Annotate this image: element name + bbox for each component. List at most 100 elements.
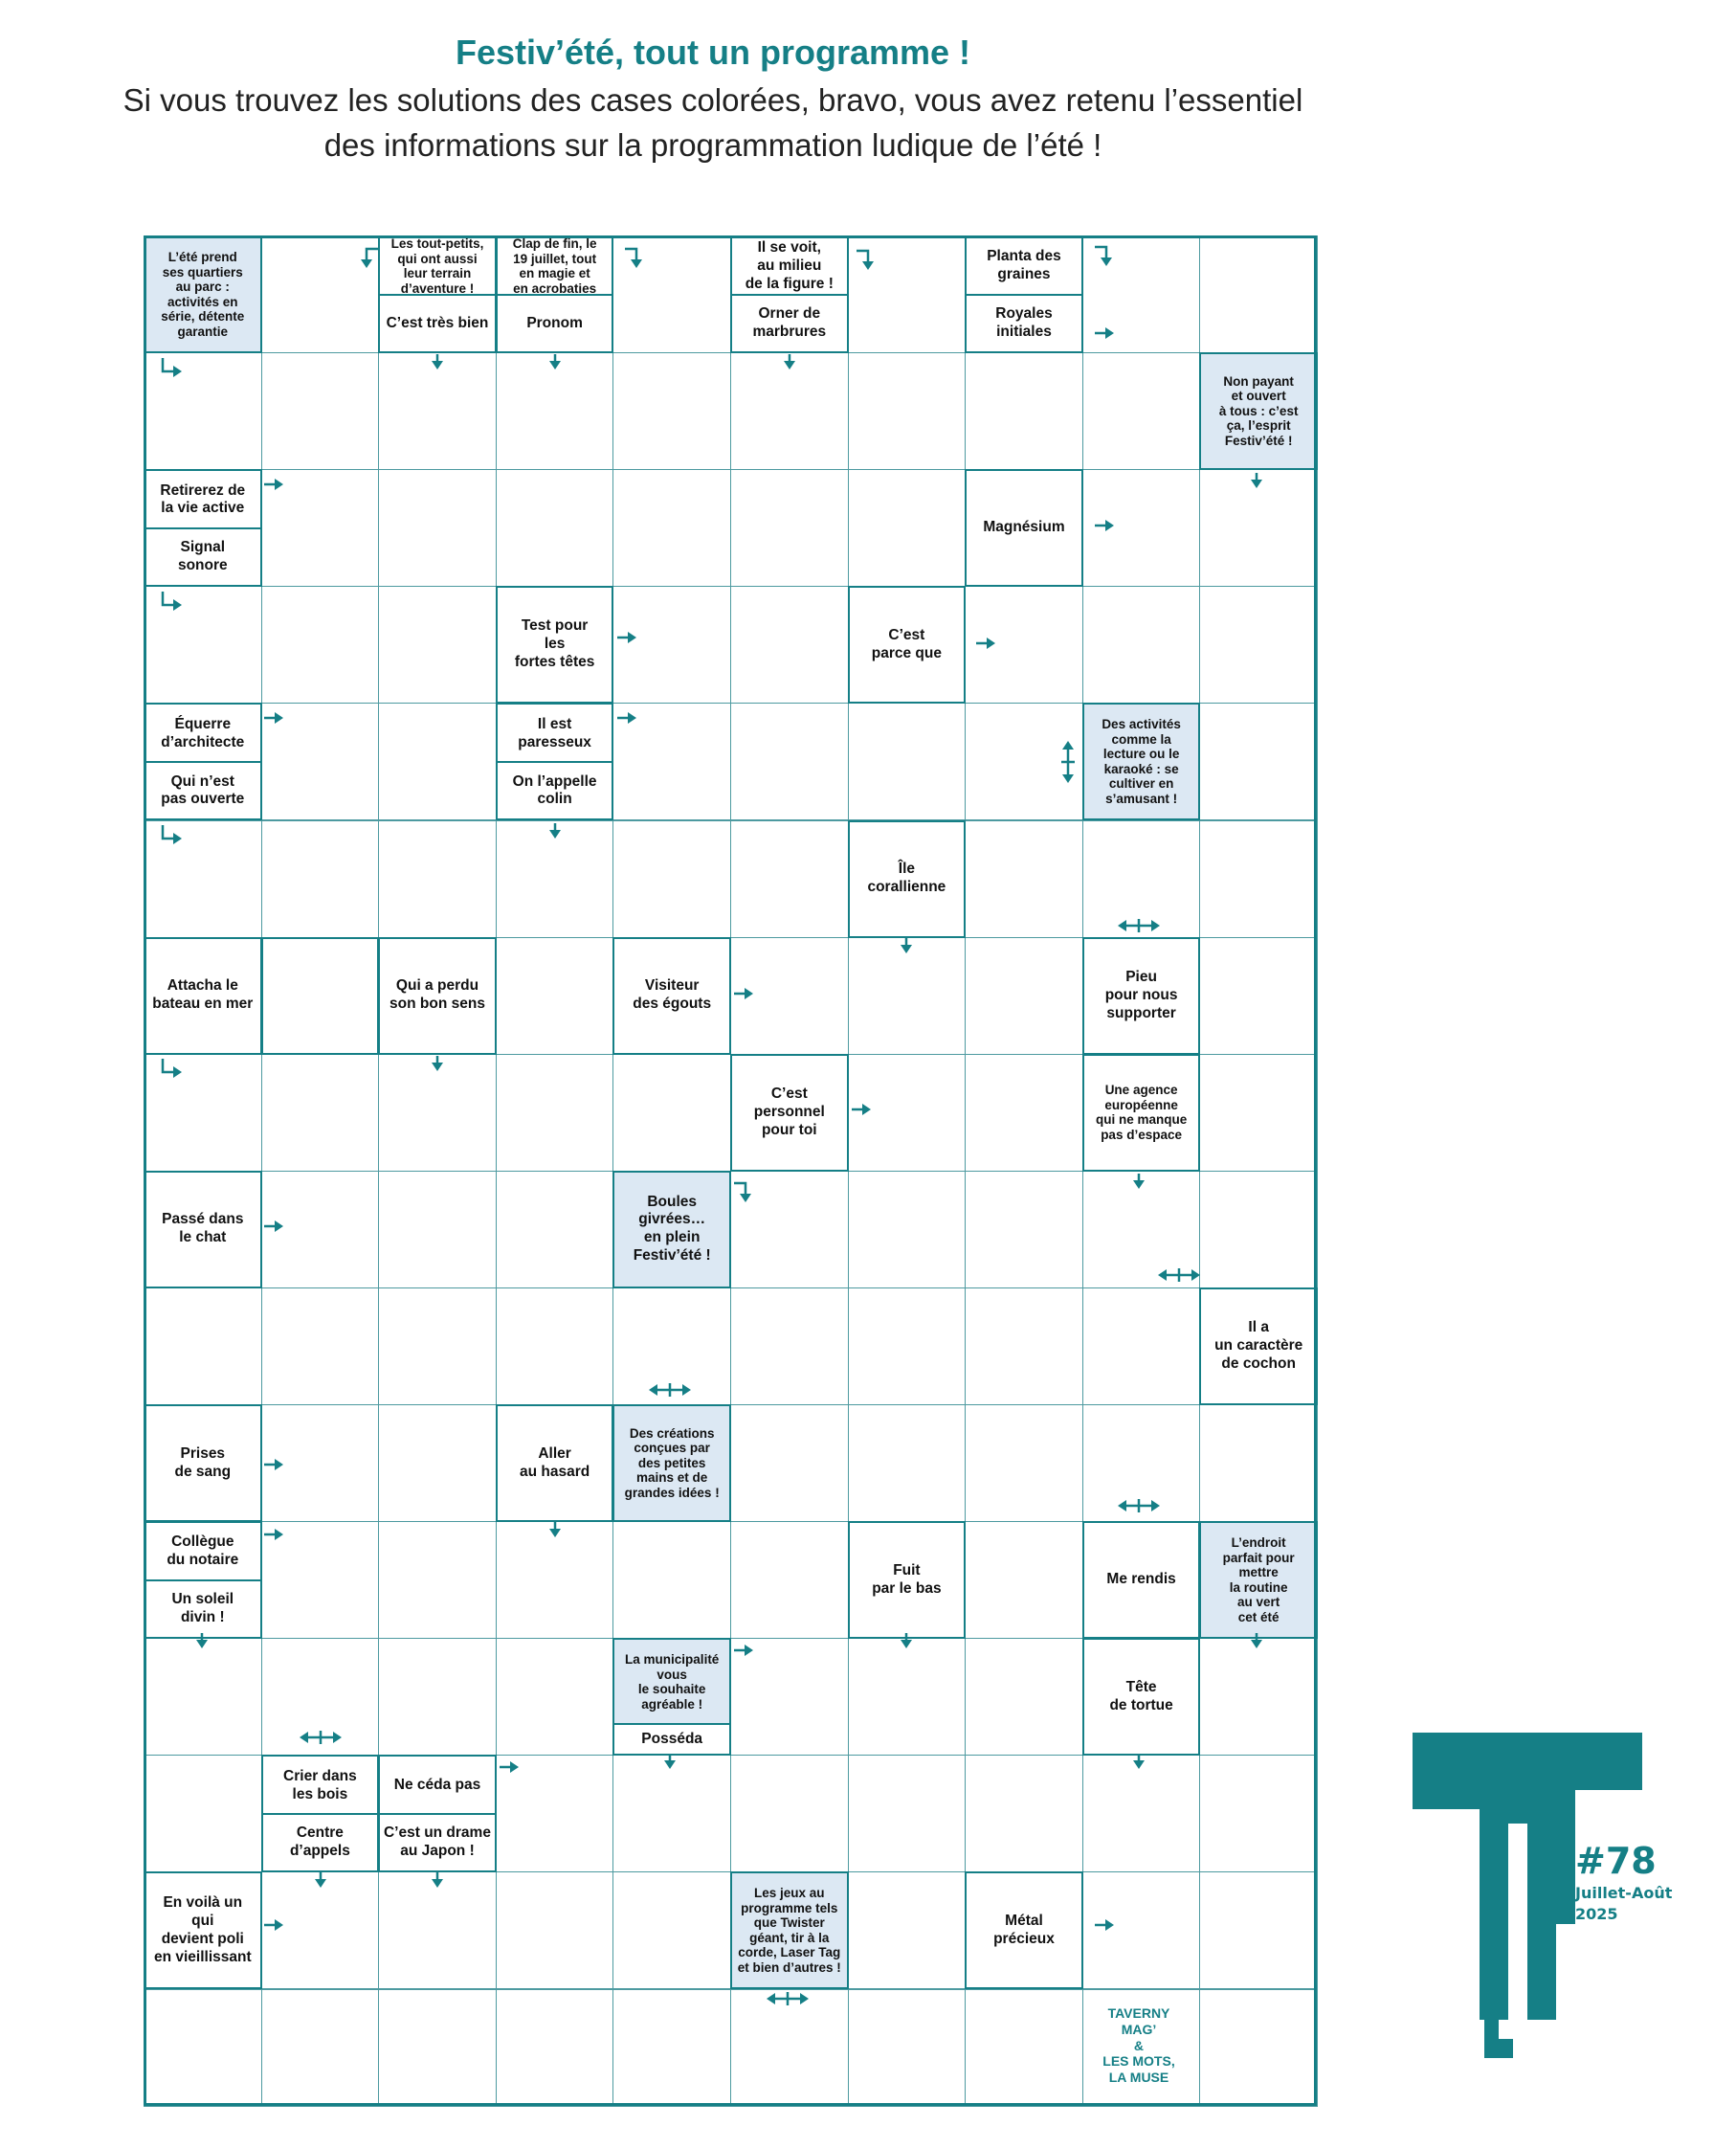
answer-cell[interactable] [847,1404,967,1523]
answer-cell[interactable] [965,1638,1083,1757]
answer-cell[interactable] [730,1988,849,2107]
answer-cell[interactable] [260,352,380,471]
answer-cell[interactable] [260,469,380,588]
answer-cell[interactable] [495,1170,614,1288]
answer-cell[interactable] [378,1521,497,1640]
answer-cell[interactable] [1081,1871,1201,1990]
answer-cell[interactable] [612,352,731,471]
answer-cell[interactable] [1081,819,1201,938]
answer-cell[interactable] [1081,469,1201,588]
answer-cell[interactable] [260,1053,380,1172]
answer-cell[interactable] [730,1638,849,1757]
answer-cell[interactable] [378,352,497,471]
answer-cell[interactable] [495,1988,614,2107]
answer-cell[interactable] [1081,235,1201,354]
answer-cell[interactable] [1081,586,1201,705]
answer-cell[interactable] [847,352,967,471]
answer-cell[interactable] [612,469,731,588]
answer-cell[interactable] [612,1871,731,1990]
answer-cell[interactable] [965,1988,1083,2107]
answer-cell[interactable] [378,1638,497,1757]
answer-cell[interactable] [847,1638,967,1757]
answer-cell[interactable] [730,936,849,1055]
answer-cell[interactable] [612,586,731,705]
answer-cell[interactable] [847,1053,967,1172]
answer-cell[interactable] [260,1170,380,1288]
answer-cell[interactable] [378,819,497,938]
answer-cell[interactable] [965,1521,1083,1640]
answer-cell[interactable] [612,1755,731,1873]
answer-cell[interactable] [847,1755,967,1873]
answer-cell[interactable] [847,469,967,588]
answer-cell[interactable] [144,1988,262,2107]
answer-cell[interactable] [730,819,849,938]
answer-cell[interactable] [965,936,1083,1055]
answer-cell[interactable] [730,703,849,821]
answer-cell[interactable] [1199,819,1318,938]
answer-cell[interactable] [1081,352,1201,471]
answer-cell[interactable] [612,1521,731,1640]
answer-cell[interactable] [847,703,967,821]
answer-cell[interactable] [965,352,1083,471]
answer-cell[interactable] [1081,1170,1201,1288]
answer-cell[interactable] [1199,1988,1318,2107]
answer-cell[interactable] [965,1170,1083,1288]
answer-cell[interactable] [612,1287,731,1405]
answer-cell[interactable] [378,1871,497,1990]
answer-cell[interactable] [260,703,380,821]
answer-cell[interactable] [1199,235,1318,354]
answer-cell[interactable] [378,1404,497,1523]
answer-cell[interactable] [260,1521,380,1640]
answer-cell[interactable] [1199,703,1318,821]
answer-cell[interactable] [144,586,262,705]
answer-cell[interactable] [965,1287,1083,1405]
answer-cell[interactable] [965,703,1083,821]
answer-cell[interactable] [612,1053,731,1172]
answer-cell[interactable] [378,1053,497,1172]
answer-cell[interactable] [965,819,1083,938]
answer-cell[interactable] [1199,1053,1318,1172]
answer-cell[interactable] [260,1871,380,1990]
answer-cell[interactable] [144,352,262,471]
answer-cell[interactable] [1199,586,1318,705]
answer-cell[interactable] [730,1521,849,1640]
answer-cell[interactable] [495,1638,614,1757]
answer-cell[interactable] [378,1287,497,1405]
answer-cell[interactable] [495,352,614,471]
answer-cell[interactable] [144,1638,262,1757]
answer-cell[interactable] [847,936,967,1055]
answer-cell[interactable] [847,1287,967,1405]
answer-cell[interactable] [965,586,1083,705]
answer-cell[interactable] [847,1170,967,1288]
answer-cell[interactable] [378,1170,497,1288]
answer-cell[interactable] [378,703,497,821]
answer-cell[interactable] [378,469,497,588]
answer-cell[interactable] [495,1521,614,1640]
answer-cell[interactable] [1081,1755,1201,1873]
answer-cell[interactable] [260,1404,380,1523]
answer-cell[interactable] [260,235,380,354]
answer-cell[interactable] [1199,1755,1318,1873]
answer-cell[interactable] [495,1287,614,1405]
answer-cell[interactable] [1081,1404,1201,1523]
answer-cell[interactable] [260,819,380,938]
answer-cell[interactable] [1081,1287,1201,1405]
answer-cell[interactable] [965,1755,1083,1873]
answer-cell[interactable] [965,1053,1083,1172]
answer-cell[interactable] [495,1871,614,1990]
answer-cell[interactable] [1199,1638,1318,1757]
answer-cell[interactable] [612,819,731,938]
answer-cell[interactable] [965,1404,1083,1523]
answer-cell[interactable] [495,936,614,1055]
answer-cell[interactable] [847,235,967,354]
answer-cell[interactable] [1199,1170,1318,1288]
answer-cell[interactable] [495,469,614,588]
answer-cell[interactable] [144,1053,262,1172]
answer-cell[interactable] [144,1755,262,1873]
answer-cell[interactable] [847,1871,967,1990]
answer-cell[interactable] [612,1988,731,2107]
answer-cell[interactable] [378,1988,497,2107]
answer-cell[interactable] [1199,469,1318,588]
answer-cell[interactable] [730,469,849,588]
answer-cell[interactable] [730,1404,849,1523]
